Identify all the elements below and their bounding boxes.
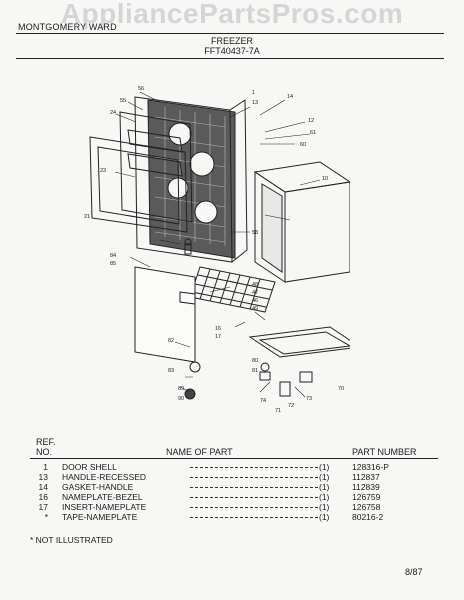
svg-text:84: 84	[110, 253, 116, 259]
svg-text:12: 12	[308, 118, 314, 124]
svg-text:10: 10	[322, 176, 328, 182]
svg-text:71: 71	[275, 408, 281, 414]
svg-text:82: 82	[168, 338, 174, 344]
ref-number: 16	[38, 492, 48, 502]
part-name: NAMEPLATE-BEZEL	[62, 492, 143, 502]
cabinet	[253, 161, 350, 283]
table-row: 13 HANDLE-RECESSED (1) 112837	[30, 472, 430, 482]
page-title: FREEZER	[210, 36, 253, 46]
part-name: TAPE-NAMEPLATE	[62, 512, 138, 522]
part-name: HANDLE-RECESSED	[62, 472, 147, 482]
svg-text:55: 55	[120, 98, 126, 104]
svg-text:13: 13	[252, 100, 258, 106]
part-quantity: (1)	[319, 462, 330, 472]
svg-text:17: 17	[215, 334, 221, 340]
part-name: DOOR SHELL	[62, 462, 117, 472]
brand-name: MONTGOMERY WARD	[18, 22, 117, 32]
wire-shelf	[189, 266, 276, 313]
table-row: 1 DOOR SHELL (1) 128316-P	[30, 462, 430, 472]
svg-text:85: 85	[110, 261, 116, 267]
svg-text:1: 1	[252, 90, 255, 96]
model-number: FFT40437-7A	[204, 46, 260, 56]
page-code: 8/87	[405, 567, 423, 577]
svg-text:23: 23	[100, 168, 106, 174]
parts-table: 1 DOOR SHELL (1) 128316-P 13 HANDLE-RECE…	[30, 462, 430, 522]
door-gasket	[89, 136, 188, 233]
footnote: * NOT ILLUSTRATED	[30, 535, 113, 545]
table-row: * TAPE-NAMEPLATE (1) 80216-2	[30, 512, 430, 522]
ref-number: 13	[38, 472, 48, 482]
svg-text:49: 49	[252, 306, 258, 312]
svg-text:47: 47	[252, 290, 258, 296]
part-number: 80216-2	[352, 512, 384, 522]
table-header-rule	[30, 458, 438, 459]
svg-text:83: 83	[168, 368, 174, 374]
table-row: 14 GASKET-HANDLE (1) 112839	[30, 482, 430, 492]
svg-text:61: 61	[310, 130, 316, 136]
name-of-part-header: NAME OF PART	[166, 447, 233, 457]
part-number: 126758	[352, 502, 381, 512]
svg-text:56: 56	[138, 86, 144, 92]
lower-door	[134, 266, 196, 363]
exploded-parts-diagram: 56 55 24 13 14 12 61 60 58 1 10 23 21 48…	[84, 86, 350, 414]
svg-text:16: 16	[215, 326, 221, 332]
part-number: 112839	[352, 482, 380, 492]
svg-text:14: 14	[287, 94, 293, 100]
svg-text:60: 60	[300, 142, 306, 148]
ref-label: REF.	[36, 437, 56, 447]
watermark: AppliancePartsPros.com	[60, 0, 404, 29]
part-name: GASKET-HANDLE	[62, 482, 134, 492]
ref-number: 1	[43, 462, 48, 472]
no-label: NO.	[36, 447, 53, 457]
part-quantity: (1)	[319, 492, 330, 502]
header-rule-bottom	[16, 58, 444, 59]
svg-text:46: 46	[252, 298, 258, 304]
svg-text:48: 48	[252, 282, 258, 288]
base-frame	[248, 326, 350, 358]
part-quantity: (1)	[319, 502, 330, 512]
ref-number: *	[44, 512, 48, 522]
ref-number: 14	[38, 482, 48, 492]
svg-text:81: 81	[252, 368, 258, 374]
table-row: 16 NAMEPLATE-BEZEL (1) 126759	[30, 492, 430, 502]
svg-text:80: 80	[252, 358, 258, 364]
svg-text:73: 73	[306, 396, 312, 402]
svg-text:74: 74	[260, 398, 266, 404]
part-quantity: (1)	[319, 472, 330, 482]
svg-text:70: 70	[338, 386, 344, 392]
part-number-header: PART NUMBER	[352, 447, 417, 457]
part-number: 112837	[352, 472, 380, 482]
svg-text:24: 24	[110, 110, 116, 116]
svg-text:58: 58	[252, 230, 258, 236]
svg-text:89: 89	[178, 386, 184, 392]
header-rule-top	[16, 33, 444, 34]
part-name: INSERT-NAMEPLATE	[62, 502, 147, 512]
ref-number: 17	[38, 502, 48, 512]
svg-text:72: 72	[288, 403, 294, 409]
part-number: 128316-P	[352, 462, 389, 472]
svg-text:90: 90	[178, 396, 184, 402]
table-row: 17 INSERT-NAMEPLATE (1) 126758	[30, 502, 430, 512]
door-liner	[119, 111, 193, 223]
part-quantity: (1)	[319, 482, 330, 492]
part-quantity: (1)	[319, 512, 330, 522]
part-number: 126759	[352, 492, 381, 502]
svg-text:21: 21	[84, 214, 90, 220]
